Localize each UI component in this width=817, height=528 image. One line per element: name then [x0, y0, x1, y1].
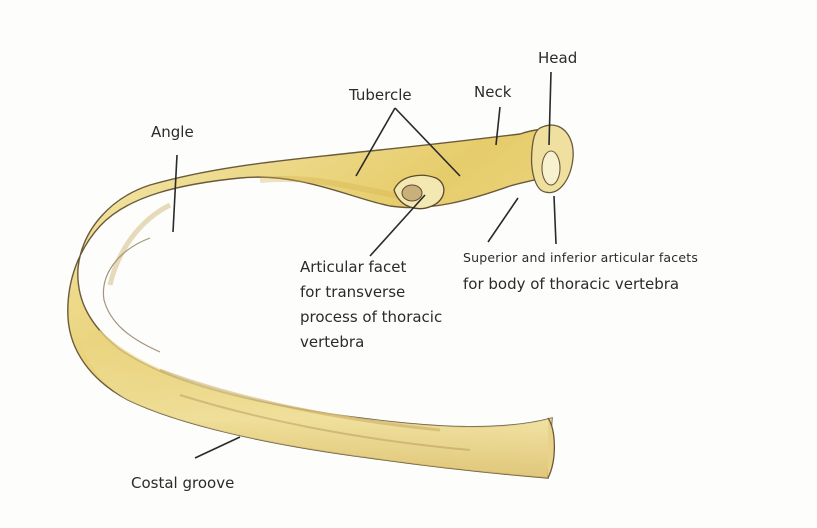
sternal-end [548, 418, 554, 478]
label-superior-inferior-facets: Superior and inferior articular facets f… [463, 245, 808, 297]
label-tubercle: Tubercle [349, 84, 412, 106]
shade-streak [110, 205, 170, 285]
label-line: for body of thoracic vertebra [463, 271, 808, 297]
facet-hollow [402, 185, 422, 201]
pointer-costal-groove [195, 437, 240, 458]
label-angle: Angle [151, 121, 194, 143]
rib-inner-edge [103, 238, 160, 352]
label-line: process of thoracic [300, 305, 500, 330]
label-line: Superior and inferior articular facets [463, 245, 808, 271]
label-line: vertebra [300, 330, 500, 355]
pointer-superior-facet [488, 198, 518, 242]
pointer-inferior-facet [554, 196, 556, 244]
pointer-angle [173, 155, 177, 232]
label-costal-groove: Costal groove [131, 472, 234, 494]
head-facet [542, 151, 560, 185]
label-head: Head [538, 47, 577, 69]
label-neck: Neck [474, 81, 511, 103]
